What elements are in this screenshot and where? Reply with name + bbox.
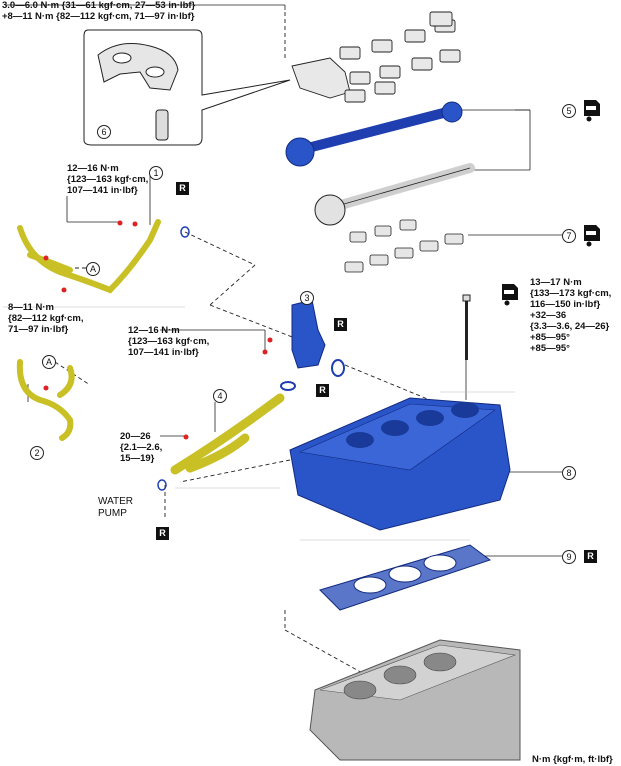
callout-a-upper: A (86, 262, 100, 276)
torque-spec-head-bolt: 13—17 N·m {133—173 kgf·cm, 116—150 in·lb… (530, 277, 612, 354)
units-label: N·m {kgf·m, ft·lbf} (532, 754, 613, 765)
cylinder-head-bolt (462, 294, 471, 360)
cam-caps (344, 219, 464, 273)
o-ring-1 (180, 226, 190, 238)
water-outlet-housing (280, 299, 345, 391)
cylinder-head (289, 397, 511, 531)
rocker-arms (291, 11, 461, 103)
replace-mark-housing: R (316, 384, 329, 397)
water-pump-label: WATER PUMP (98, 496, 133, 519)
replace-mark-3: R (334, 318, 347, 331)
callout-a-lower: A (42, 355, 56, 369)
callout-1: 1 (149, 166, 163, 180)
torque-spec-top: 3.0—6.0 N·m {31—61 kgf·cm, 27—53 in·lbf}… (2, 0, 196, 22)
o-ring-4 (157, 479, 167, 491)
callout-4: 4 (213, 389, 227, 403)
lash-adjuster (155, 109, 169, 141)
torque-spec-hose-upper: 12—16 N·m {123—163 kgf·cm, 107—141 in·lb… (67, 163, 149, 196)
water-hose-2 (16, 359, 75, 441)
replace-mark-pipe: R (156, 527, 169, 540)
callout-6: 6 (97, 125, 111, 139)
callout-5: 5 (562, 104, 576, 118)
water-hose-1 (17, 219, 161, 294)
oil-icon (502, 284, 518, 306)
oil-icon (584, 225, 600, 247)
torque-spec-hose-lower: 8—11 N·m {82—112 kgf·cm, 71—97 in·lbf} (8, 302, 84, 335)
callout-2: 2 (30, 446, 44, 460)
water-pipe (170, 393, 285, 475)
torque-spec-pipe: 20—26 {2.1—2.6, 15—19} (120, 431, 163, 464)
replace-mark-1: R (176, 182, 189, 195)
callout-8: 8 (562, 466, 576, 480)
exhaust-camshaft (314, 163, 475, 226)
callout-7: 7 (562, 229, 576, 243)
torque-spec-housing: 12—16 N·m {123—163 kgf·cm, 107—141 in·lb… (128, 325, 210, 358)
cylinder-block (309, 639, 521, 761)
replace-mark-9: R (584, 550, 597, 563)
callout-3: 3 (300, 291, 314, 305)
cylinder-head-gasket (319, 544, 492, 611)
callout-9: 9 (562, 550, 576, 564)
oil-icon (584, 100, 600, 122)
intake-camshaft (285, 101, 463, 167)
bolt-markers (43, 220, 273, 440)
